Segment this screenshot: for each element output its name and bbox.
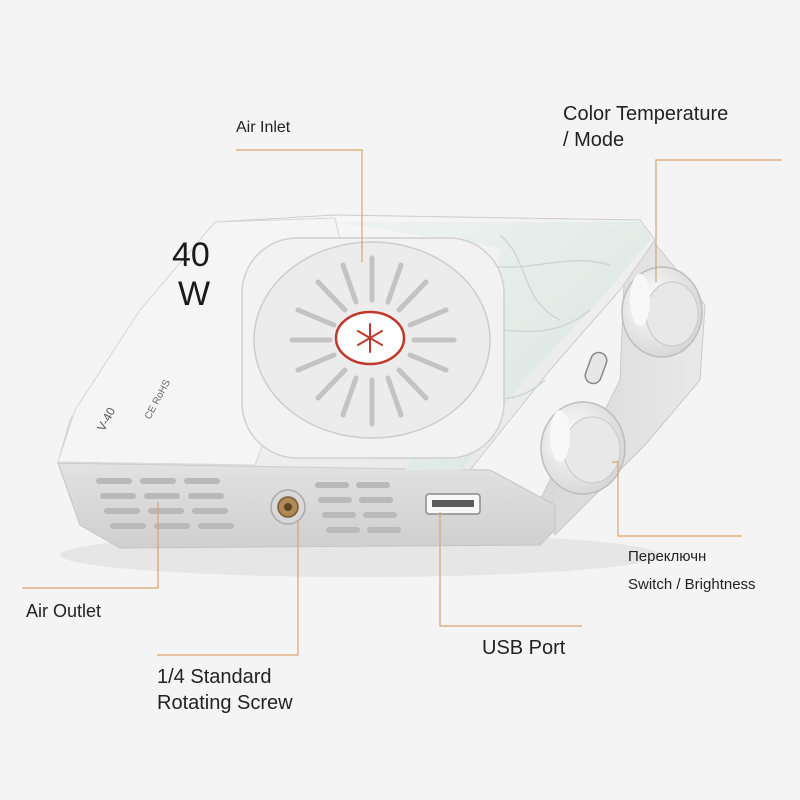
snowflake-icon [357, 323, 383, 353]
usb-port-tongue [432, 500, 474, 507]
leader-screw [157, 520, 299, 656]
air-inlet-slots [289, 255, 457, 427]
marble-veins [429, 234, 611, 401]
air-outlet-vents-right [315, 482, 401, 533]
switch-label-russian: Переключн [628, 548, 707, 565]
power-unit: W [178, 275, 211, 313]
leader-usb [439, 512, 582, 627]
brightness-knob[interactable] [540, 401, 626, 495]
leader-switch-brightness [612, 461, 742, 537]
switch-brightness-label: Switch / Brightness [628, 576, 756, 593]
air-outlet-label: Air Outlet [26, 601, 102, 621]
screw-label-line1: 1/4 Standard [157, 666, 272, 688]
leader-color-temperature [655, 159, 782, 282]
color-temperature-label: Color Temperature [563, 103, 729, 125]
leader-lines [22, 149, 782, 656]
leader-air-outlet [22, 502, 159, 589]
color-temperature-knob[interactable] [621, 266, 703, 358]
air-outlet-vents-left [96, 478, 234, 529]
tripod-screw-center [284, 503, 292, 511]
mode-label: / Mode [563, 129, 625, 151]
leader-air-inlet [236, 149, 363, 262]
type-c-port [584, 351, 608, 385]
power-value: 40 [172, 236, 210, 274]
screw-label-line2: Rotating Screw [157, 692, 293, 714]
usb-port-label: USB Port [482, 637, 566, 659]
air-inlet-label: Air Inlet [236, 119, 291, 136]
